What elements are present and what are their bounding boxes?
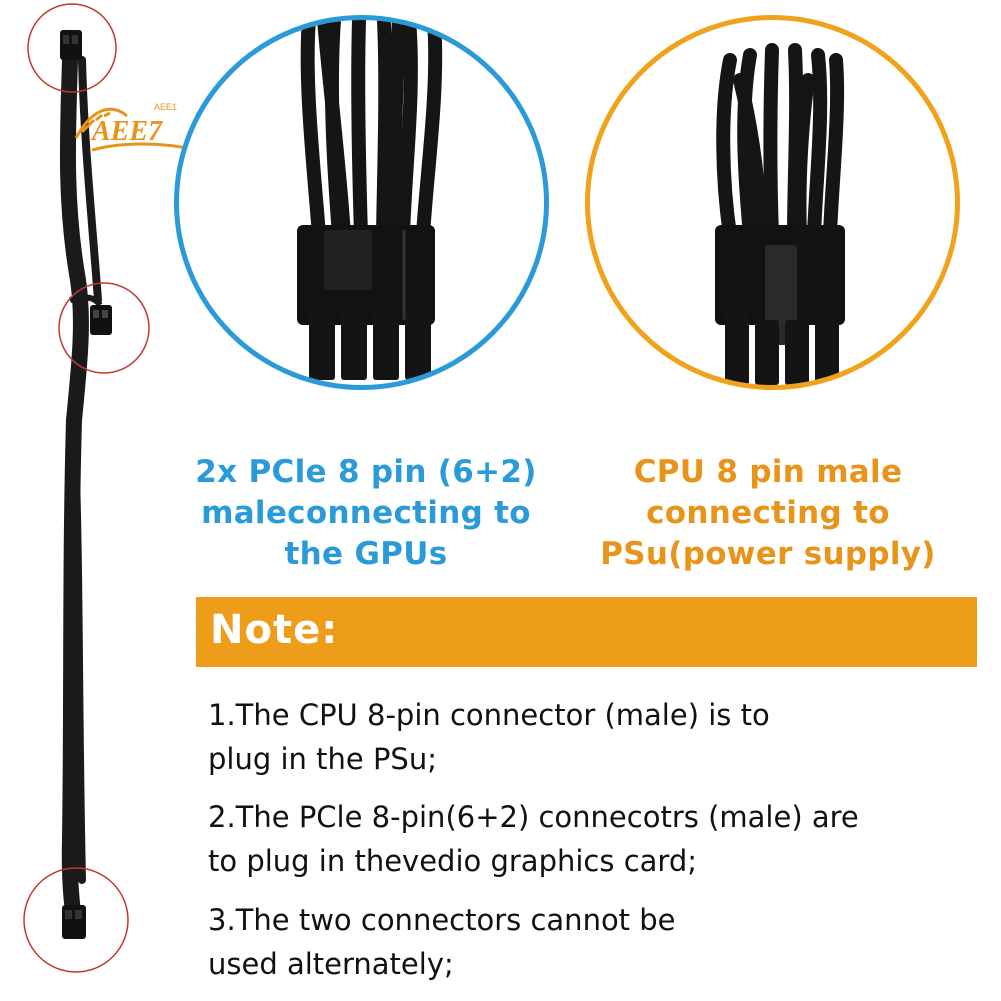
svg-text:AEE7: AEE7 [90,116,163,147]
cpu-connector-callout [585,15,960,390]
cable-bundle [59,52,102,938]
top-connector [60,30,82,60]
note-item-3: 3.The two connectors cannot be used alte… [208,898,988,986]
gpu-caption-line-1: 2x PCle 8 pin (6+2) [195,454,537,490]
note-banner: Note: [196,597,977,667]
pcie-8pin-connector-image [297,20,443,380]
gpu-caption-line-3: the GPUs [284,536,448,572]
cpu-caption-line-1: CPU 8 pin male [633,454,903,490]
svg-text:AEE1: AEE1 [154,102,177,112]
cpu-caption-line-2: connecting to [646,495,890,531]
gpu-connector-callout [174,15,549,390]
note-item-2-line-1: 2.The PCle 8-pin(6+2) connecotrs (male) … [208,800,859,834]
note-item-3-line-2: used alternately; [208,947,454,981]
cpu-caption-line-3: PSu(power supply) [600,536,936,572]
mid-connector [69,294,112,335]
note-item-3-line-1: 3.The two connectors cannot be [208,903,676,937]
callout-circle-mid [58,282,150,374]
callout-circle-top [27,3,117,93]
cpu-connector-caption: CPU 8 pin male connecting to PSu(power s… [572,452,964,575]
gpu-caption-line-2: maleconnecting to [201,495,531,531]
callout-circle-bottom [23,867,129,973]
cpu-8pin-connector-image [715,43,845,385]
note-item-2: 2.The PCle 8-pin(6+2) connecotrs (male) … [208,795,988,883]
gpu-connector-caption: 2x PCle 8 pin (6+2) maleconnecting to th… [170,452,562,575]
bottom-connector [62,905,86,939]
note-title: Note: [210,607,339,653]
note-item-1-line-2: plug in the PSu; [208,742,437,776]
note-item-2-line-2: to plug in thevedio graphics card; [208,844,698,878]
note-item-1: 1.The CPU 8-pin connector (male) is to p… [208,693,988,781]
note-item-1-line-1: 1.The CPU 8-pin connector (male) is to [208,698,770,732]
cable-illustration [23,3,150,973]
